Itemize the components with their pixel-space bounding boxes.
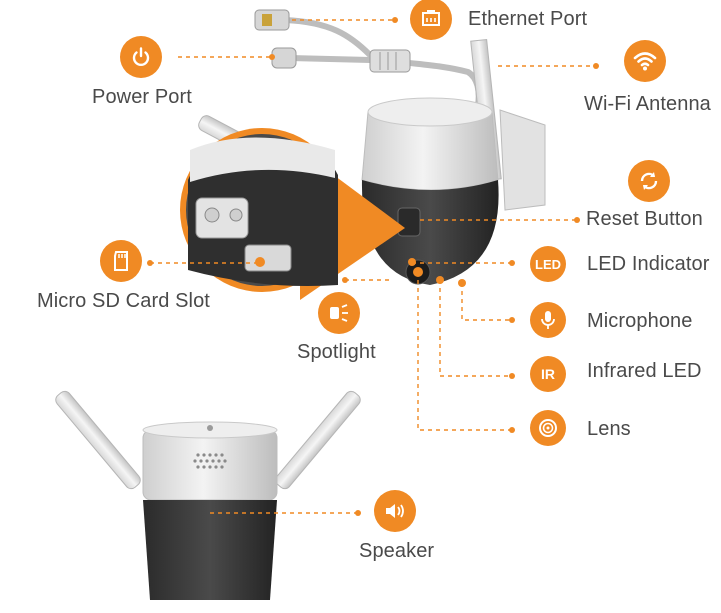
micro-sd-card-slot-label: Micro SD Card Slot	[37, 290, 210, 312]
lens-line	[417, 280, 512, 431]
infrared-icon: IR	[530, 356, 566, 392]
power-port-label: Power Port	[92, 86, 192, 108]
infrared-led-line	[439, 280, 512, 377]
zoom-callout	[180, 128, 405, 300]
bottom-camera	[55, 390, 361, 600]
ethernet-port-label: Ethernet Port	[468, 8, 588, 30]
microphone-icon	[530, 302, 566, 338]
reset-button-label: Reset Button	[586, 208, 703, 230]
led-icon: LED	[530, 246, 566, 282]
spotlight-icon	[318, 292, 360, 334]
reset-icon	[628, 160, 670, 202]
main-camera	[198, 38, 546, 287]
led-badge-text: LED	[535, 256, 561, 272]
microphone-label: Microphone	[587, 310, 693, 332]
sd-card-icon	[100, 240, 142, 282]
ir-badge-text: IR	[541, 366, 555, 382]
led-indicator-label: LED Indicator	[587, 253, 710, 275]
wifi-antenna-label: Wi-Fi Antenna	[584, 93, 711, 115]
lens-icon	[530, 410, 566, 446]
infrared-led-label: Infrared LED	[587, 360, 702, 382]
wifi-icon	[624, 40, 666, 82]
microphone-line	[461, 283, 512, 321]
speaker-label: Speaker	[359, 540, 435, 562]
spotlight-label: Spotlight	[297, 341, 376, 363]
power-icon	[120, 36, 162, 78]
lens-label: Lens	[587, 418, 631, 440]
speaker-icon	[374, 490, 416, 532]
ethernet-icon	[410, 0, 452, 40]
